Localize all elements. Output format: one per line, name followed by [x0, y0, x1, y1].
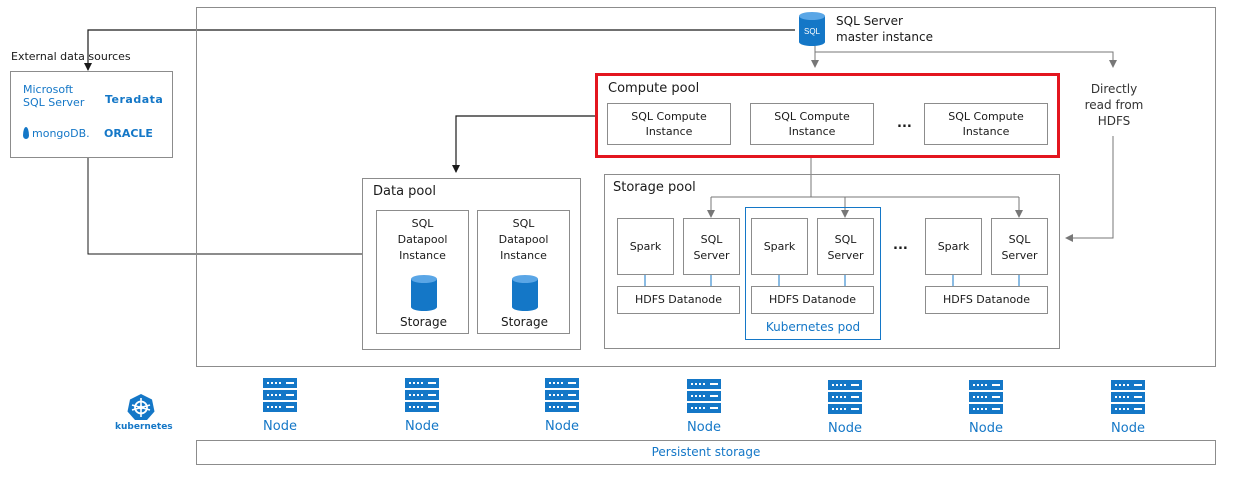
spark-box: Spark	[925, 218, 982, 275]
node-label: Node	[545, 419, 579, 434]
storage-pool-title: Storage pool	[613, 180, 696, 195]
compute-pool-title: Compute pool	[608, 81, 700, 96]
compute-instance: SQL Compute Instance	[924, 103, 1048, 145]
storage-pool: Storage pool	[604, 174, 1060, 349]
server-node-icon	[405, 378, 439, 412]
storage-ellipsis: ...	[893, 238, 908, 253]
kubernetes-helm-icon	[127, 394, 155, 420]
node-label: Node	[1111, 421, 1145, 436]
storage-cylinder-icon	[512, 275, 538, 311]
datapool-instance: SQL Datapool Instance Storage	[376, 210, 469, 334]
node-label: Node	[263, 419, 297, 434]
hdfs-datanode-label: HDFS Datanode	[634, 293, 723, 306]
sql-server-label: SQL Server	[1001, 233, 1038, 262]
compute-instance-label: SQL Compute Instance	[948, 110, 1024, 138]
datapool-instance-label: SQL Datapool Instance	[397, 217, 448, 262]
teradata-logo: Teradata	[105, 93, 164, 106]
node-label: Node	[969, 421, 1003, 436]
hdfs-datanode-label: HDFS Datanode	[942, 293, 1031, 306]
hdfs-datanode-label: HDFS Datanode	[768, 293, 857, 306]
node-label: Node	[687, 420, 721, 435]
persistent-storage-label: Persistent storage	[651, 445, 761, 459]
hdfs-datanode-box: HDFS Datanode	[617, 286, 740, 314]
sql-server-box: SQL Server	[683, 218, 740, 275]
sql-server-label: SQL Server	[827, 233, 864, 262]
external-sources-title: External data sources	[11, 50, 131, 63]
sql-server-logo: SQL Server	[23, 96, 85, 109]
node-label: Node	[828, 421, 862, 436]
storage-cylinder-icon	[411, 275, 437, 311]
mongodb-leaf-icon	[23, 127, 29, 139]
compute-pool: Compute pool SQL Compute Instance SQL Co…	[595, 73, 1060, 158]
storage-label: Storage	[400, 315, 447, 329]
spark-label: Spark	[763, 240, 796, 253]
data-pool: Data pool SQL Datapool Instance Storage …	[362, 178, 581, 350]
sql-badge: SQL	[804, 27, 821, 36]
compute-instance-label: SQL Compute Instance	[631, 110, 707, 138]
compute-ellipsis: ...	[897, 116, 912, 131]
storage-label: Storage	[501, 315, 548, 329]
direct-read-label: Directly read from HDFS	[1084, 82, 1144, 128]
kubernetes-pod	[745, 207, 881, 340]
spark-box: Spark	[617, 218, 674, 275]
data-pool-title: Data pool	[373, 184, 436, 199]
server-node-icon	[687, 379, 721, 413]
kubernetes-label: kubernetes	[115, 422, 173, 432]
persistent-storage-bar: Persistent storage	[196, 440, 1216, 465]
server-node-icon	[545, 378, 579, 412]
spark-label: Spark	[937, 240, 970, 253]
compute-instance-label: SQL Compute Instance	[774, 110, 850, 138]
database-icon: SQL	[799, 12, 825, 46]
hdfs-datanode-box: HDFS Datanode	[751, 286, 874, 314]
master-title: SQL Server	[836, 14, 903, 28]
master-subtitle: master instance	[836, 30, 933, 44]
server-node-icon	[828, 380, 862, 414]
mongodb-logo: mongoDB.	[32, 127, 90, 140]
external-sources-box: Microsoft SQL Server Teradata mongoDB. O…	[10, 71, 173, 158]
compute-instance: SQL Compute Instance	[607, 103, 731, 145]
microsoft-logo: Microsoft	[23, 83, 74, 96]
sql-server-label: SQL Server	[693, 233, 730, 262]
server-node-icon	[263, 378, 297, 412]
compute-instance: SQL Compute Instance	[750, 103, 874, 145]
node-label: Node	[405, 419, 439, 434]
hdfs-datanode-box: HDFS Datanode	[925, 286, 1048, 314]
datapool-instance: SQL Datapool Instance Storage	[477, 210, 570, 334]
kubernetes-pod-label: Kubernetes pod	[765, 320, 861, 334]
sql-server-box: SQL Server	[817, 218, 874, 275]
datapool-instance-label: SQL Datapool Instance	[498, 217, 549, 262]
server-node-icon	[1111, 380, 1145, 414]
server-node-icon	[969, 380, 1003, 414]
sql-server-box: SQL Server	[991, 218, 1048, 275]
spark-box: Spark	[751, 218, 808, 275]
oracle-logo: ORACLE	[104, 127, 153, 140]
spark-label: Spark	[629, 240, 662, 253]
cluster-frame	[196, 7, 1216, 367]
